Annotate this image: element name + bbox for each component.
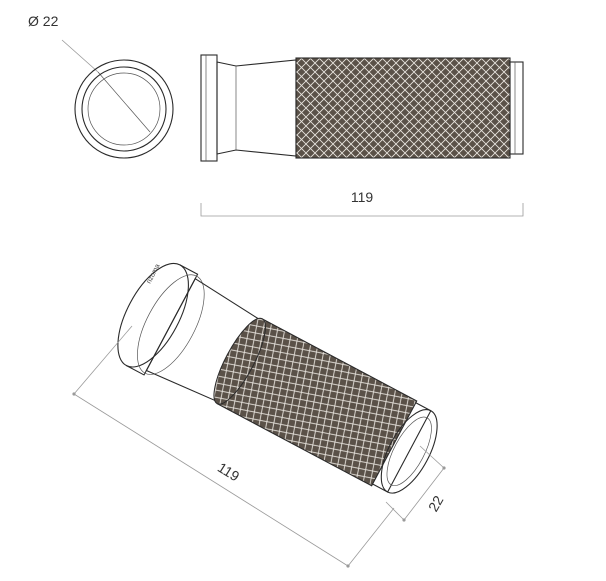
iso-diameter-extension-bottom bbox=[385, 501, 405, 521]
side-view: 119 bbox=[200, 54, 524, 217]
end-view-inner-circle bbox=[87, 72, 161, 146]
iso-dim-endpoint-right bbox=[346, 564, 350, 568]
iso-end-cap-bore bbox=[386, 416, 432, 486]
diameter-label: Ø 22 bbox=[28, 13, 59, 29]
iso-flange-rim bbox=[137, 274, 205, 375]
end-view: Ø 22 bbox=[28, 13, 174, 159]
tapered-neck bbox=[216, 59, 297, 157]
left-flange bbox=[200, 54, 218, 162]
iso-knurl-start bbox=[213, 317, 266, 405]
iso-diameter-dimension-line bbox=[403, 467, 445, 521]
iso-length-dimension-line bbox=[73, 393, 349, 567]
iso-length-extension-left bbox=[73, 325, 133, 395]
iso-diam-endpoint-bottom bbox=[402, 518, 406, 522]
knurled-grip-body bbox=[295, 57, 511, 159]
iso-diameter-label: 22 bbox=[425, 493, 447, 515]
diameter-leader-line bbox=[61, 39, 99, 73]
iso-end-cap-side bbox=[372, 402, 432, 493]
diameter-leader-inner bbox=[97, 71, 151, 133]
iso-length-label: 119 bbox=[215, 459, 243, 485]
iso-left-flange-side bbox=[126, 264, 199, 376]
iso-end-cap-face bbox=[380, 409, 438, 494]
length-dimension-line bbox=[200, 203, 524, 217]
iso-length-extension-right bbox=[347, 507, 395, 567]
iso-diam-endpoint-top bbox=[442, 466, 446, 470]
right-end-cap bbox=[509, 61, 524, 155]
brand-logo: rizoma bbox=[146, 263, 162, 285]
length-label: 119 bbox=[351, 189, 374, 205]
iso-diameter-extension-top bbox=[419, 445, 445, 469]
end-view-rim-circle bbox=[81, 66, 167, 152]
iso-dim-endpoint-left bbox=[72, 392, 76, 396]
isometric-view: rizoma 119 22 bbox=[72, 262, 447, 568]
end-view-outer-circle bbox=[74, 59, 174, 159]
